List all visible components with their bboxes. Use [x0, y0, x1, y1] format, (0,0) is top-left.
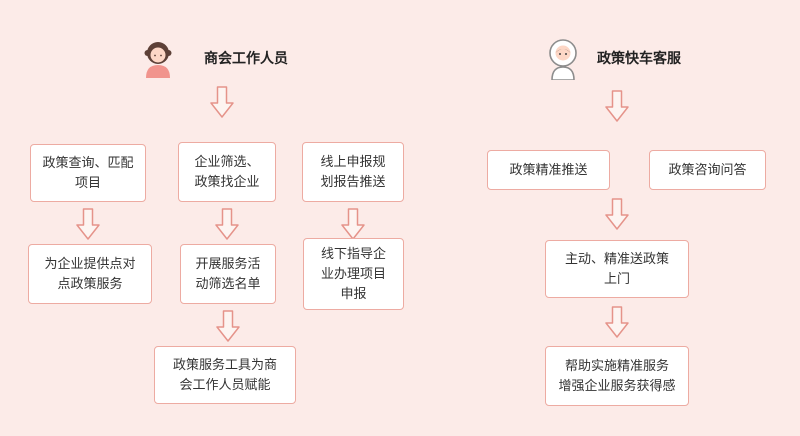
left-flow-title: 商会工作人员: [204, 50, 288, 66]
chamber-staff-icon: [141, 40, 175, 78]
down-arrow-icon: [216, 310, 240, 342]
box-point-to-point-service: 为企业提供点对 点政策服务: [28, 244, 152, 304]
box-tool-empowerment: 政策服务工具为商 会工作人员赋能: [154, 346, 296, 404]
box-enterprise-screening: 企业筛选、 政策找企业: [178, 142, 276, 202]
down-arrow-icon: [605, 306, 629, 338]
box-offline-guidance: 线下指导企 业办理项目 申报: [303, 238, 404, 310]
down-arrow-icon: [605, 198, 629, 230]
box-service-activity-list: 开展服务活 动筛选名单: [180, 244, 276, 304]
down-arrow-icon: [341, 208, 365, 240]
box-policy-consultation-qa: 政策咨询问答: [649, 150, 766, 190]
down-arrow-icon: [76, 208, 100, 240]
service-agent-icon: [545, 38, 581, 81]
down-arrow-icon: [210, 86, 234, 118]
box-online-report-push: 线上申报规 划报告推送: [302, 142, 404, 202]
box-service-gain: 帮助实施精准服务 增强企业服务获得感: [545, 346, 689, 406]
down-arrow-icon: [215, 208, 239, 240]
right-flow-title: 政策快车客服: [597, 50, 681, 66]
box-precise-policy-push: 政策精准推送: [487, 150, 610, 190]
down-arrow-icon: [605, 90, 629, 122]
box-policy-door-delivery: 主动、精准送政策 上门: [545, 240, 689, 298]
box-policy-query: 政策查询、匹配 项目: [30, 144, 146, 202]
